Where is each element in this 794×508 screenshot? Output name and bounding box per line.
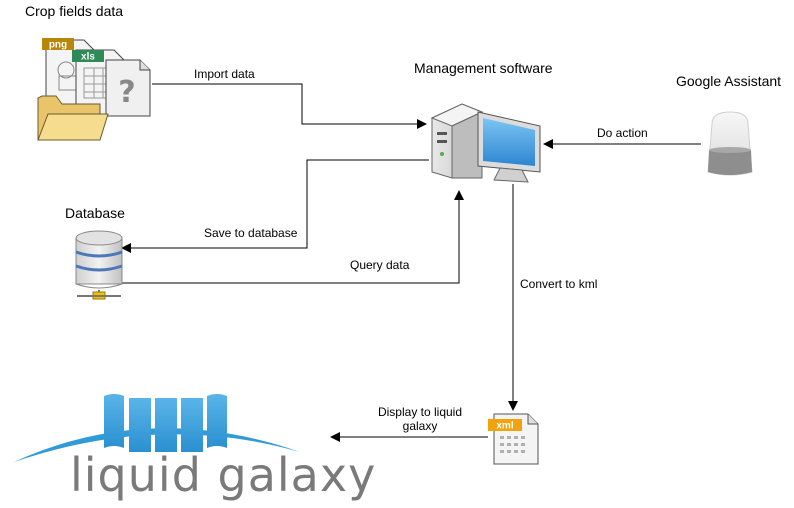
edge-label-display-line-2: galaxy bbox=[402, 419, 438, 433]
database-title: Database bbox=[65, 205, 125, 221]
database-server-icon bbox=[75, 230, 123, 300]
edge-label-display-line-1: Display to liquid bbox=[377, 405, 463, 419]
edge-label-convert-to-kml: Convert to kml bbox=[520, 277, 598, 291]
edge-save-to-database bbox=[121, 159, 429, 253]
liquid-galaxy-logo bbox=[14, 394, 300, 462]
crop-fields-icon: png xls ? bbox=[37, 38, 151, 141]
management-software-title: Management software bbox=[414, 60, 553, 76]
xml-file-icon: xml bbox=[488, 413, 539, 465]
xml-badge-label: xml bbox=[496, 421, 513, 432]
edge-label-query-data: Query data bbox=[350, 258, 410, 272]
xls-badge-label: xls bbox=[81, 52, 95, 63]
google-home-speaker-icon bbox=[707, 111, 753, 176]
edge-query-data bbox=[122, 190, 464, 284]
png-badge bbox=[42, 38, 74, 50]
liquid-galaxy-logo-text: liquid galaxy bbox=[70, 448, 377, 502]
computer-icon bbox=[430, 103, 541, 183]
crop-fields-title: Crop fields data bbox=[25, 3, 124, 19]
xml-badge bbox=[488, 419, 522, 431]
edge-label-display-to-liquid-galaxy: Display to liquid galaxy bbox=[368, 405, 472, 433]
svg-text:?: ? bbox=[118, 75, 135, 110]
edge-label-import-data: Import data bbox=[194, 67, 255, 81]
edge-import-data bbox=[152, 83, 427, 129]
edge-label-save-to-database: Save to database bbox=[204, 226, 298, 240]
png-badge-label: png bbox=[49, 40, 67, 51]
edge-label-do-action: Do action bbox=[597, 126, 648, 140]
google-assistant-title: Google Assistant bbox=[676, 73, 782, 89]
xls-badge bbox=[72, 50, 104, 62]
